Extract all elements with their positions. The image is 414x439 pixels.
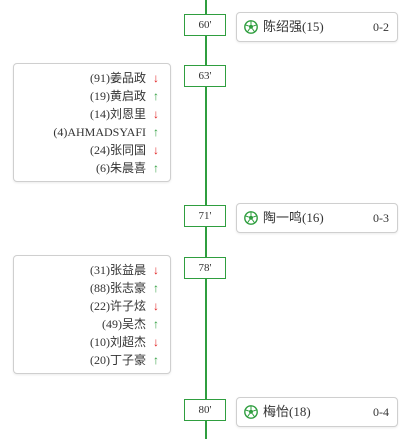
goal-scorer: 陈绍强(15) bbox=[263, 19, 324, 34]
goal-event-card[interactable]: 陈绍强(15) 0-2 bbox=[236, 12, 398, 42]
goal-scorer: 陶一鸣(16) bbox=[263, 210, 324, 225]
sub-player-row: (88)张志豪 ↑ bbox=[90, 279, 162, 297]
sub-player-row: (19)黄启政 ↑ bbox=[53, 87, 162, 105]
sub-player-row: (91)姜品政 ↓ bbox=[53, 69, 162, 87]
substitution-card[interactable]: (31)张益晨 ↓ (88)张志豪 ↑ (22)许子炫 ↓ (49)吴杰 ↑ (10)刘… bbox=[13, 255, 171, 374]
goal-event-card[interactable]: 陶一鸣(16) 0-3 bbox=[236, 203, 398, 233]
goal-event-card[interactable]: 梅怡(18) 0-4 bbox=[236, 397, 398, 427]
sub-player-name: (19)黄启政 bbox=[90, 89, 146, 103]
goal-scorer: 梅怡(18) bbox=[263, 404, 311, 419]
sub-player-row: (10)刘超杰 ↓ bbox=[90, 333, 162, 351]
sub-player-name: (10)刘超杰 bbox=[90, 335, 146, 349]
arrow-down-icon: ↓ bbox=[153, 71, 159, 85]
sub-player-name: (4)AHMADSYAFI bbox=[53, 125, 146, 139]
goal-score: 0-2 bbox=[373, 20, 389, 34]
arrow-up-icon: ↑ bbox=[153, 89, 159, 103]
sub-player-name: (22)许子炫 bbox=[90, 299, 146, 313]
sub-player-row: (49)吴杰 ↑ bbox=[90, 315, 162, 333]
sub-player-row: (14)刘恩里 ↓ bbox=[53, 105, 162, 123]
minute-marker: 78' bbox=[184, 257, 226, 279]
minute-marker: 80' bbox=[184, 399, 226, 421]
sub-player-name: (91)姜品政 bbox=[90, 71, 146, 85]
arrow-down-icon: ↓ bbox=[153, 143, 159, 157]
football-icon bbox=[244, 405, 258, 419]
sub-player-row: (4)AHMADSYAFI ↑ bbox=[53, 123, 162, 141]
arrow-up-icon: ↑ bbox=[153, 353, 159, 367]
minute-marker: 60' bbox=[184, 14, 226, 36]
sub-player-row: (24)张同国 ↓ bbox=[53, 141, 162, 159]
sub-player-name: (49)吴杰 bbox=[102, 317, 146, 331]
substitution-list: (91)姜品政 ↓ (19)黄启政 ↑ (14)刘恩里 ↓ (4)AHMADSYAFI… bbox=[53, 69, 162, 177]
sub-player-row: (6)朱晨喜 ↑ bbox=[53, 159, 162, 177]
football-icon bbox=[244, 211, 258, 225]
sub-player-name: (24)张同国 bbox=[90, 143, 146, 157]
arrow-down-icon: ↓ bbox=[153, 299, 159, 313]
minute-marker: 63' bbox=[184, 65, 226, 87]
sub-player-name: (20)丁子豪 bbox=[90, 353, 146, 367]
minute-marker: 71' bbox=[184, 205, 226, 227]
arrow-down-icon: ↓ bbox=[153, 335, 159, 349]
substitution-list: (31)张益晨 ↓ (88)张志豪 ↑ (22)许子炫 ↓ (49)吴杰 ↑ (10)刘… bbox=[90, 261, 162, 369]
sub-player-row: (22)许子炫 ↓ bbox=[90, 297, 162, 315]
sub-player-name: (6)朱晨喜 bbox=[96, 161, 146, 175]
arrow-up-icon: ↑ bbox=[153, 161, 159, 175]
sub-player-name: (31)张益晨 bbox=[90, 263, 146, 277]
sub-player-row: (20)丁子豪 ↑ bbox=[90, 351, 162, 369]
sub-player-name: (88)张志豪 bbox=[90, 281, 146, 295]
goal-score: 0-4 bbox=[373, 405, 389, 419]
sub-player-row: (31)张益晨 ↓ bbox=[90, 261, 162, 279]
sub-player-name: (14)刘恩里 bbox=[90, 107, 146, 121]
arrow-up-icon: ↑ bbox=[153, 317, 159, 331]
arrow-up-icon: ↑ bbox=[153, 281, 159, 295]
arrow-down-icon: ↓ bbox=[153, 107, 159, 121]
arrow-down-icon: ↓ bbox=[153, 263, 159, 277]
arrow-up-icon: ↑ bbox=[153, 125, 159, 139]
football-icon bbox=[244, 20, 258, 34]
goal-score: 0-3 bbox=[373, 211, 389, 225]
substitution-card[interactable]: (91)姜品政 ↓ (19)黄启政 ↑ (14)刘恩里 ↓ (4)AHMADSYAFI… bbox=[13, 63, 171, 182]
